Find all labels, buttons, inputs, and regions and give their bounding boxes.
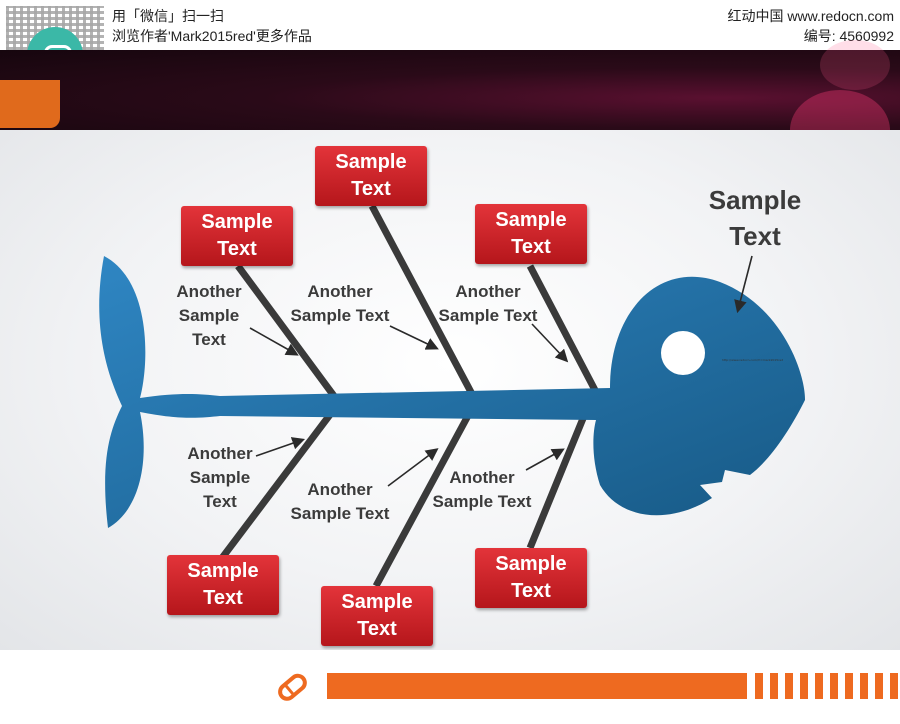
bone-top-2 bbox=[368, 204, 476, 396]
footer-tick bbox=[890, 673, 898, 699]
bone-top-3 bbox=[526, 264, 600, 394]
cause-box: Sample Text bbox=[475, 548, 587, 608]
cause-box-text: Sample Text bbox=[341, 591, 413, 640]
arrow-top-1 bbox=[249, 327, 299, 356]
footer-progress-bar bbox=[327, 673, 747, 699]
bone-bottom-2 bbox=[372, 410, 474, 588]
cause-box-text: Sample Text bbox=[201, 211, 273, 260]
arrow-top-2 bbox=[389, 325, 439, 350]
arrows bbox=[249, 255, 753, 487]
sub-cause-label: Another Sample Text bbox=[290, 480, 390, 523]
pencil-icon bbox=[278, 673, 307, 701]
fish-body bbox=[99, 256, 805, 528]
watermark-scan-text: 用「微信」扫一扫 bbox=[112, 8, 224, 24]
cause-box: Sample Text bbox=[315, 146, 427, 206]
arrow-bottom-3 bbox=[525, 448, 565, 471]
bone-bottom-1 bbox=[219, 409, 335, 561]
arrow-bottom-2 bbox=[387, 448, 439, 487]
cause-box-text: Sample Text bbox=[495, 553, 567, 602]
sub-cause-label: Another Sample Text bbox=[187, 444, 253, 511]
effect-label: Sample Text bbox=[708, 185, 802, 251]
cause-box: Sample Text bbox=[167, 555, 279, 615]
cause-box-text: Sample Text bbox=[187, 560, 259, 609]
diagram-area: http://www.redocn.com/?i=mark2015red Sam… bbox=[0, 130, 900, 650]
footer-tick bbox=[785, 673, 793, 699]
bone-bottom-3 bbox=[526, 414, 588, 550]
footer-tick bbox=[755, 673, 763, 699]
arrow-head bbox=[734, 255, 753, 314]
sub-cause-label: Another Sample Text bbox=[176, 282, 242, 349]
watermark-bar bbox=[0, 0, 900, 50]
footer-tick bbox=[875, 673, 883, 699]
cause-box-text: Sample Text bbox=[335, 151, 407, 200]
banner-glow bbox=[820, 40, 890, 90]
footer-tick bbox=[815, 673, 823, 699]
watermark-site-text: 红动中国 www.redocn.com bbox=[727, 8, 894, 24]
bone-top-1 bbox=[235, 263, 337, 399]
arrow-top-3 bbox=[531, 323, 569, 363]
footer-tick bbox=[770, 673, 778, 699]
watermark-author-text: 浏览作者'Mark2015red'更多作品 bbox=[112, 28, 312, 44]
footer-tick bbox=[860, 673, 868, 699]
footer-tick bbox=[800, 673, 808, 699]
tiny-url-text: http://www.redocn.com/?i=mark2015red bbox=[722, 358, 783, 362]
sub-cause-label: Another Sample Text bbox=[432, 468, 532, 511]
footer-tick bbox=[845, 673, 853, 699]
cause-box: Sample Text bbox=[181, 206, 293, 266]
fish-eye bbox=[661, 331, 705, 375]
footer-tick bbox=[830, 673, 838, 699]
fishbone-diagram: http://www.redocn.com/?i=mark2015red bbox=[99, 204, 805, 588]
header-banner bbox=[0, 40, 900, 170]
watermark-id-text: 编号: 4560992 bbox=[803, 28, 894, 44]
sub-cause-label: Another Sample Text bbox=[290, 282, 390, 325]
bones bbox=[219, 204, 600, 588]
arrow-bottom-1 bbox=[255, 437, 306, 457]
cause-box: Sample Text bbox=[321, 586, 433, 646]
banner-orange-tab bbox=[0, 80, 60, 128]
sub-cause-label: Another Sample Text bbox=[438, 282, 538, 325]
cause-box-text: Sample Text bbox=[495, 209, 567, 258]
cause-box: Sample Text bbox=[475, 204, 587, 264]
